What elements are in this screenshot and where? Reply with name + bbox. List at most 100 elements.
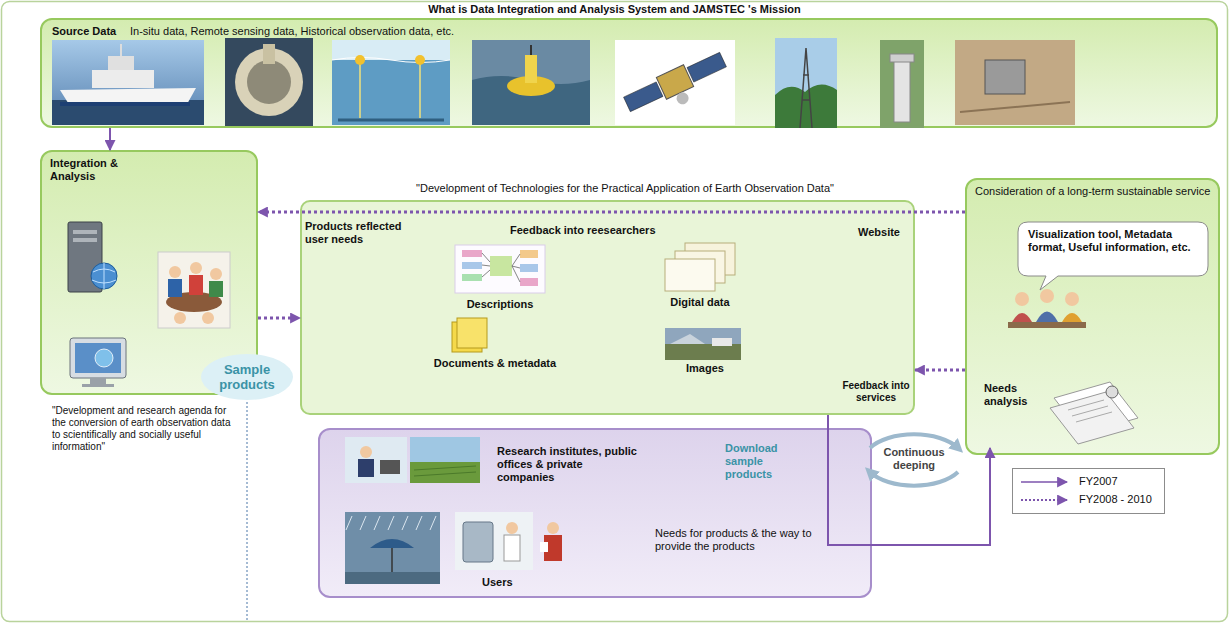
dotted-arrow	[258, 317, 300, 320]
agenda-quote-slot: "Development and research agenda for the…	[52, 405, 232, 453]
edge-label-slot: Needs for products & the way to provide …	[655, 527, 820, 553]
descriptions-icon	[455, 245, 545, 293]
server-globe-icon	[68, 222, 117, 292]
documents-icon	[457, 318, 487, 348]
meeting-picture	[190, 262, 202, 274]
satellite-picture	[675, 90, 691, 106]
website-panel: Feedback into reesearchersWebsite	[300, 200, 915, 415]
needs-analysis-box-text: Needs analysis	[984, 382, 1042, 408]
agenda-quote: "Development and research agenda for the…	[52, 405, 232, 453]
sea-buoy-photo	[525, 55, 537, 83]
satellite-picture	[615, 40, 735, 125]
meeting-picture	[158, 252, 230, 328]
descriptions-icon	[520, 250, 538, 258]
research-ship-photo	[60, 88, 196, 106]
buoy-photo	[225, 38, 313, 126]
people-icon	[1012, 313, 1032, 322]
users-photos	[410, 437, 480, 483]
users-photos	[414, 466, 476, 476]
meeting-picture	[166, 292, 222, 312]
meeting-picture	[210, 268, 222, 280]
legend-row: FY2007	[1019, 473, 1158, 491]
rain-gauge-photo	[880, 40, 924, 128]
server-globe-icon	[73, 230, 97, 234]
legend-text: FY2008 - 2010	[1079, 493, 1152, 506]
users-photos	[345, 437, 562, 584]
sample-products-ellipse: Sample products	[201, 354, 293, 400]
people-icon	[1040, 289, 1054, 303]
monitor-icon	[82, 384, 114, 387]
digital-data-icon	[665, 259, 715, 291]
integration-panel-text: Integration & Analysis	[50, 157, 134, 183]
server-globe-icon	[73, 238, 97, 242]
service-panel-text-slot: Consideration of a long-term sustainable…	[975, 185, 1213, 198]
users-photos	[380, 460, 400, 474]
cycle-arrows	[870, 472, 958, 486]
service-panel-text: Consideration of a long-term sustainable…	[975, 185, 1213, 198]
research-ship-photo	[92, 70, 154, 88]
source-data-panel-text-slot: Source Data	[52, 25, 128, 38]
tower-photo	[775, 38, 837, 128]
users-panel-text: Users	[482, 576, 532, 589]
people-icon	[1036, 312, 1058, 323]
descriptions-icon	[455, 245, 545, 293]
icon-caption: Descriptions	[450, 298, 550, 311]
satellite-picture	[622, 49, 733, 126]
people-icon	[1008, 289, 1086, 328]
icon-caption: Images	[655, 362, 755, 375]
needs-analysis-box-text-slot: Needs analysis	[984, 382, 1042, 408]
cycle-label-slot: Continuous deeping	[881, 446, 947, 472]
source-data-panel: Source DataIn-situ data, Remote sensing …	[40, 18, 1218, 128]
images-photo	[665, 328, 741, 360]
research-ship-photo	[108, 56, 134, 70]
people-icon	[1008, 322, 1086, 328]
dotted-arrow	[915, 369, 965, 372]
program-title-quote-slot: "Development of Technologies for the Pra…	[330, 182, 920, 195]
users-photos	[345, 437, 407, 483]
legend-box: FY2007FY2008 - 2010	[1012, 468, 1165, 514]
icon-caption-slot: Digital data	[650, 296, 750, 309]
legend-text: FY2007	[1079, 475, 1118, 488]
edge-label-slot: Feedback into services	[840, 380, 912, 404]
needs-analysis-box: Needs analysis	[980, 372, 1150, 448]
users-panel-text-slot: Users	[482, 576, 532, 589]
tower-photo	[775, 84, 837, 128]
solid-arrow	[828, 415, 990, 545]
dotted-guide	[247, 402, 248, 620]
buoy-photo	[235, 48, 303, 116]
legend-row: FY2008 - 2010	[1019, 491, 1158, 509]
field-photo	[985, 60, 1025, 94]
diagram-title-slot: What is Data Integration and Analysis Sy…	[0, 3, 1229, 16]
mooring-diagram	[332, 60, 450, 125]
server-globe-icon	[91, 263, 117, 289]
papers-icon	[1050, 392, 1134, 444]
research-ship-photo	[60, 102, 190, 106]
users-photos	[391, 548, 393, 572]
digital-data-icon	[665, 243, 735, 291]
users-panel-text: Download sample products	[725, 442, 813, 482]
mooring-diagram	[415, 55, 425, 65]
legend-sample	[1019, 494, 1071, 506]
cycle-arrows	[870, 434, 958, 448]
tower-photo	[800, 48, 812, 128]
users-panel: Research institutes, public offices & pr…	[318, 428, 872, 598]
papers-icon	[1054, 382, 1138, 434]
mooring-diagram	[338, 119, 444, 122]
satellite-picture	[656, 65, 693, 99]
field-photo	[955, 40, 1075, 125]
images-photo	[665, 344, 741, 360]
server-globe-icon	[68, 222, 102, 292]
mooring-diagram	[332, 40, 450, 125]
documents-icon	[452, 318, 487, 352]
users-photos	[463, 522, 493, 562]
descriptions-icon	[520, 264, 538, 272]
mooring-diagram	[419, 62, 421, 118]
buoy-photo	[263, 44, 275, 64]
sample-products-ellipse-text-slot: Sample products	[201, 362, 293, 393]
descriptions-icon	[462, 274, 482, 281]
mooring-diagram	[332, 58, 450, 63]
research-ship-photo	[120, 44, 122, 56]
people-icon	[1065, 292, 1079, 306]
